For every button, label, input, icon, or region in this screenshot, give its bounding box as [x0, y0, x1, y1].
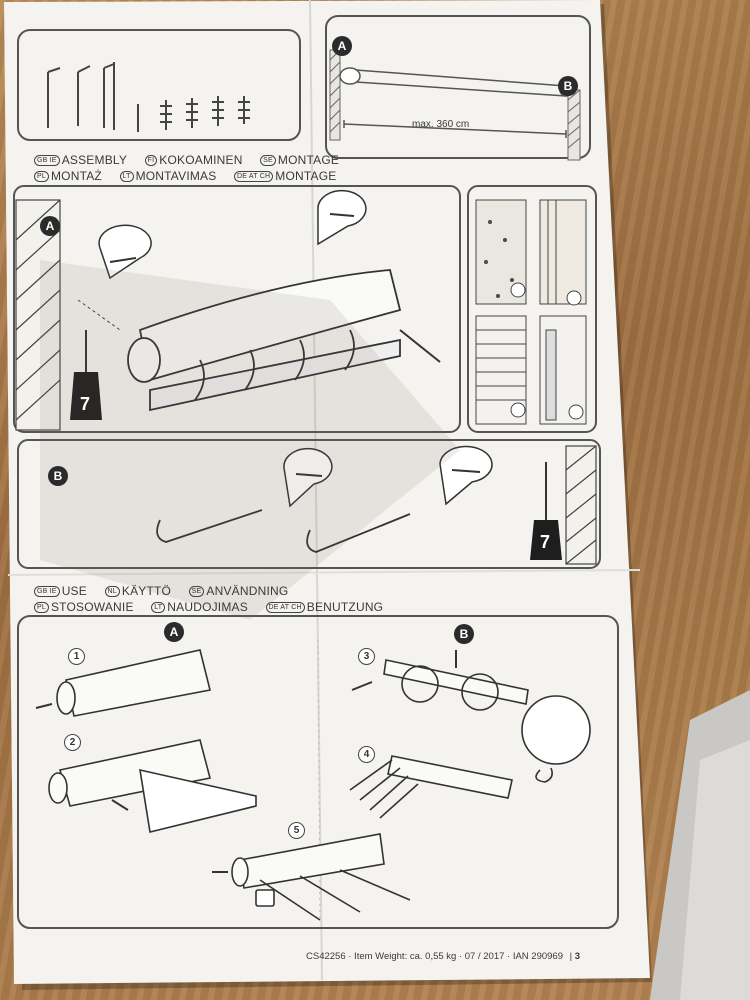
lang-code: NL [104, 586, 120, 598]
hatch-wall-a [15, 199, 61, 431]
drill-b [530, 462, 562, 560]
step-4: 4 [358, 746, 375, 763]
lang-code: GB IE [34, 155, 60, 167]
hatch-wall-b [565, 445, 597, 565]
step-3: 3 [358, 648, 375, 665]
use-label-lt: NAUDOJIMAS [167, 600, 248, 614]
lang-code: LT [151, 602, 166, 614]
label-a-use: A [164, 622, 184, 642]
label-b-use: B [454, 624, 474, 644]
wall-plasterboard [539, 315, 587, 425]
use-label-de: BENUTZUNG [306, 600, 384, 614]
lang-code: LT [119, 171, 134, 183]
plug-callout-a2 [317, 189, 367, 246]
use-step5 [212, 833, 411, 921]
use-step3 [351, 650, 591, 783]
footer-item-info: CS42256 · Item Weight: ca. 0,55 kg · 07 … [306, 951, 564, 962]
page-number: 3 [574, 951, 581, 962]
use-label-en: USE [61, 584, 87, 598]
label-b-assembly: B [48, 466, 68, 486]
wall-concrete [475, 199, 527, 305]
hatch-wall-left [329, 49, 341, 141]
wall-brick [475, 315, 527, 425]
label-b-top: B [558, 76, 578, 96]
assembly-label-de: MONTAGE [275, 169, 337, 183]
max-length-box [325, 15, 591, 159]
label-a-assembly: A [40, 216, 60, 236]
lang-code: FI [144, 155, 158, 167]
dryer-unit-a [127, 269, 402, 412]
wall-plugs [137, 96, 250, 132]
drill-size-a: 7 [80, 394, 91, 414]
use-panel [17, 615, 619, 929]
hardware-box [17, 29, 301, 141]
use-label-pl: STOSOWANIE [50, 600, 134, 614]
assembly-b-panel [17, 439, 601, 569]
assembly-label-en: ASSEMBLY [61, 153, 128, 167]
lang-code: GB IE [34, 586, 60, 598]
lang-code: DE AT CH [265, 602, 305, 614]
lang-code: SE [260, 155, 276, 167]
use-step1 [35, 649, 211, 717]
wall-types-panel [467, 185, 597, 433]
lang-code: PL [34, 171, 49, 183]
step-1: 1 [68, 648, 85, 665]
label-a-top: A [332, 36, 352, 56]
use-step2 [48, 739, 257, 833]
plug-callout-b2 [439, 445, 493, 506]
lang-code: SE [188, 586, 205, 598]
hooks-b [156, 509, 411, 553]
plug-callout-b1 [283, 447, 333, 508]
assembly-a-panel [13, 185, 461, 433]
assembly-label-lt: MONTAVIMAS [135, 169, 217, 183]
use-step4 [349, 755, 513, 819]
assembly-label-se: MONTAGE [277, 153, 340, 167]
step-2: 2 [64, 734, 81, 751]
drill-a [70, 330, 102, 420]
lang-code: PL [34, 602, 49, 614]
hook-screws [47, 62, 115, 130]
max-length-label: max. 360 cm [412, 119, 470, 130]
use-label-fi: KÄYTTÖ [121, 584, 172, 598]
plug-callout-a1 [98, 224, 152, 280]
hatch-wall-right [567, 89, 581, 161]
step-5: 5 [288, 822, 305, 839]
footer-text: CS42256 · Item Weight: ca. 0,55 kg · 07 … [306, 951, 581, 962]
wall-wood [539, 199, 587, 306]
assembly-label-fi: KOKOAMINEN [159, 153, 243, 167]
drill-size-b: 7 [540, 532, 551, 552]
assembly-label-pl: MONTAŻ [50, 169, 102, 183]
lang-code: DE AT CH [234, 171, 274, 183]
use-label-se: ANVÄNDNING [206, 584, 289, 598]
